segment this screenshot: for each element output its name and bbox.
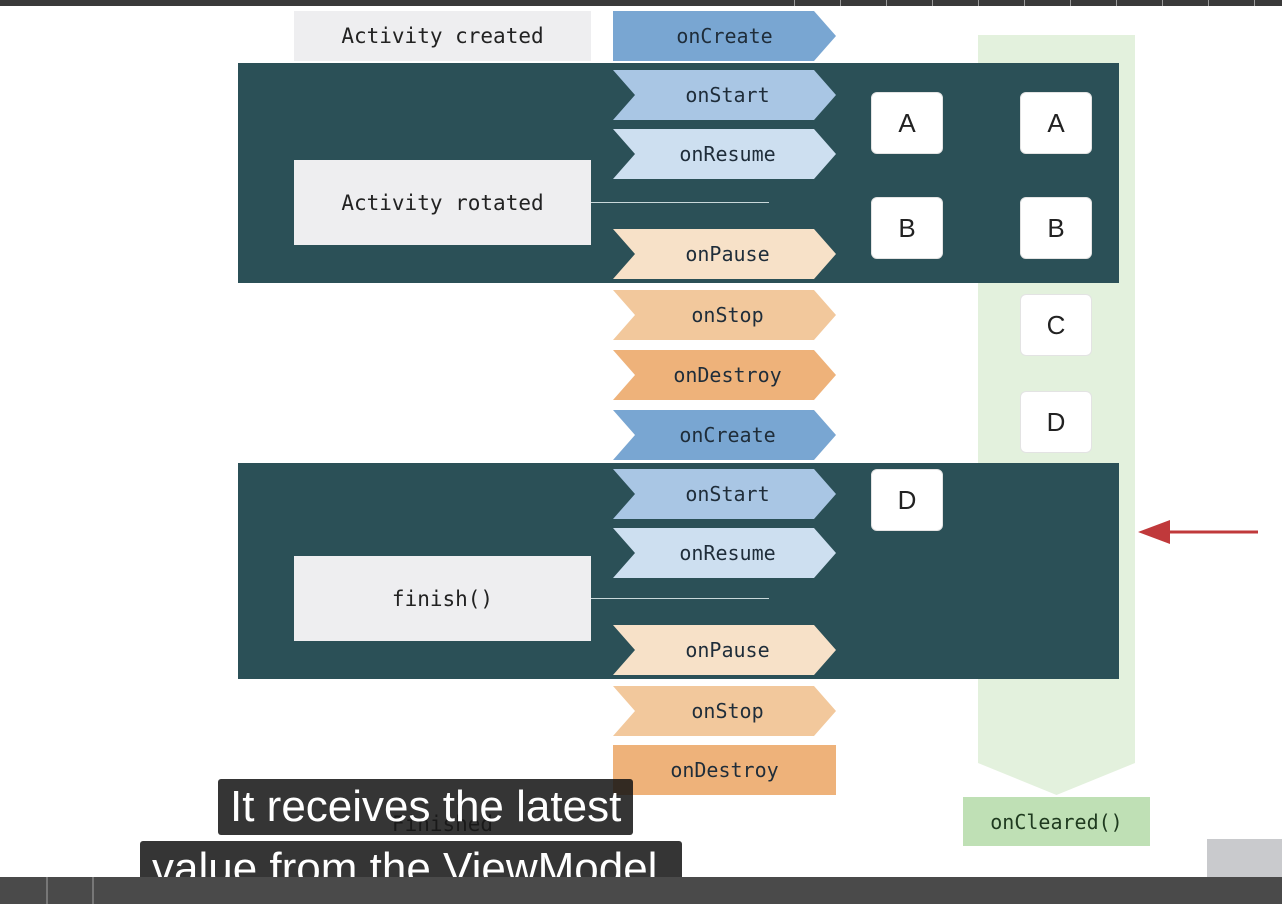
top-bar [0,0,1282,6]
oncleared-label: onCleared() [963,797,1150,846]
finish-label: finish() [294,556,591,641]
activity-event-d: D [871,469,943,531]
lifecycle-onstop-2: onStop [613,686,836,736]
subtitle-line-1: It receives the latest [218,779,634,835]
viewmodel-event-d: D [1020,391,1092,453]
activity-rotated-label: Activity rotated [294,160,591,245]
bottom-right-panel [1207,839,1282,877]
top-bar-ticks [0,0,1282,6]
lifecycle-oncreate-1: onCreate [613,11,836,61]
lifecycle-ondestroy-2: onDestroy [613,745,836,795]
lifecycle-onresume-2: onResume [613,528,836,578]
lifecycle-oncreate-2: onCreate [613,410,836,460]
finish-connector [591,598,769,599]
lifecycle-onstart-1: onStart [613,70,836,120]
lifecycle-ondestroy-1: onDestroy [613,350,836,400]
lifecycle-onresume-1: onResume [613,129,836,179]
activity-created-label: Activity created [294,11,591,61]
bottom-bar [0,877,1282,904]
activity-event-b: B [871,197,943,259]
viewmodel-event-a: A [1020,92,1092,154]
lifecycle-onstop-1: onStop [613,290,836,340]
rotation-connector [591,202,769,203]
viewmodel-event-b: B [1020,197,1092,259]
red-pointer-arrow-icon [1138,520,1258,544]
lifecycle-onpause-1: onPause [613,229,836,279]
lifecycle-onpause-2: onPause [613,625,836,675]
viewmodel-event-c: C [1020,294,1092,356]
lifecycle-onstart-2: onStart [613,469,836,519]
activity-event-a: A [871,92,943,154]
